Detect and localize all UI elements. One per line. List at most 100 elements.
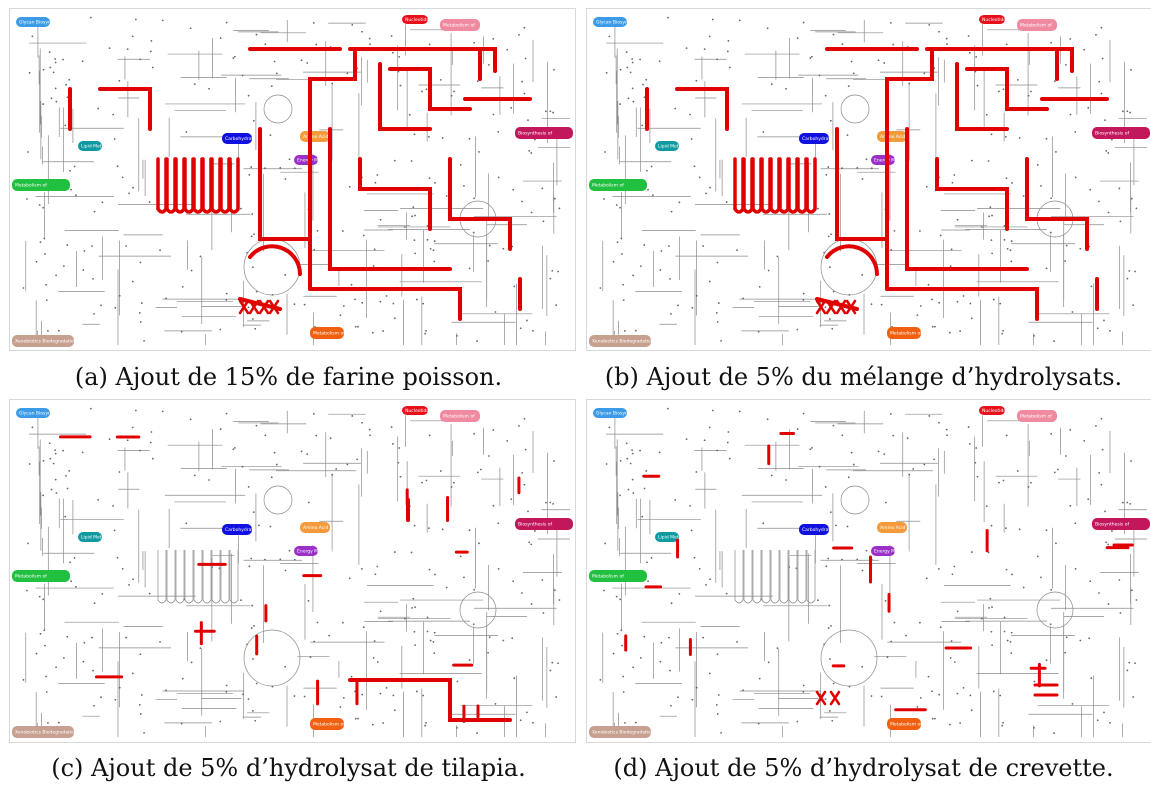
- svg-text:Glycan Biosynthesis: Glycan Biosynthesis: [19, 411, 65, 417]
- svg-text:Metabolism of: Metabolism of: [1020, 414, 1052, 420]
- pathway-category-label: Nucleotide Metabolism: [402, 406, 457, 415]
- pathway-category-label: Lipid Metabolism: [655, 141, 696, 151]
- svg-text:Metabolism of: Metabolism of: [592, 183, 624, 189]
- svg-text:Metabolism of: Metabolism of: [443, 23, 475, 29]
- metabolic-map-panel-c: Glycan Biosynthesis Nucleotide Metabolism…: [9, 399, 576, 743]
- svg-text:Amino Acid: Amino Acid: [880, 134, 905, 140]
- svg-text:Metabolism of: Metabolism of: [313, 331, 345, 337]
- pathway-category-label: Lipid Metabolism: [78, 532, 119, 542]
- svg-text:Metabolism of: Metabolism of: [1020, 23, 1052, 29]
- caption-a: (a) Ajout de 15% de farine poisson.: [74, 363, 503, 391]
- svg-text:Amino Acid: Amino Acid: [303, 525, 328, 531]
- pathway-category-label: Metabolism of: [589, 179, 647, 191]
- svg-text:Energy Metabolism: Energy Metabolism: [297, 549, 340, 555]
- svg-text:Lipid Metabolism: Lipid Metabolism: [81, 535, 119, 541]
- pathway-category-label: Metabolism of: [310, 327, 345, 339]
- pathway-category-label: Glycan Biosynthesis: [16, 17, 65, 27]
- pathway-category-label: Glycan Biosynthesis: [593, 408, 642, 418]
- pathway-category-label: Biosynthesis of: [1092, 518, 1150, 530]
- caption-d: (d) Ajout de 5% d’hydrolysat de crevette…: [613, 754, 1114, 782]
- caption-c: (c) Ajout de 5% d’hydrolysat de tilapia.: [51, 754, 526, 782]
- pathway-category-label: Xenobiotics Biodegradation: [589, 335, 654, 347]
- svg-text:Carbohydrate Metabolism: Carbohydrate Metabolism: [225, 527, 283, 533]
- svg-text:Energy Metabolism: Energy Metabolism: [874, 549, 917, 555]
- pathway-map: Glycan Biosynthesis Nucleotide Metabolism…: [12, 15, 573, 347]
- caption-b: (b) Ajout de 5% du mélange d’hydrolysats…: [604, 363, 1123, 391]
- pathway-category-label: Metabolism of: [887, 327, 922, 339]
- svg-text:Metabolism of: Metabolism of: [15, 574, 47, 580]
- pathway-category-label: Lipid Metabolism: [655, 532, 696, 542]
- pathway-category-label: Metabolism of: [440, 410, 480, 422]
- svg-text:Carbohydrate Metabolism: Carbohydrate Metabolism: [802, 527, 860, 533]
- pathway-category-label: Carbohydrate Metabolism: [222, 133, 283, 144]
- pathway-category-label: Xenobiotics Biodegradation: [589, 726, 654, 738]
- pathway-category-label: Glycan Biosynthesis: [593, 17, 642, 27]
- highlighted-pathways: [624, 432, 1134, 712]
- pathway-category-label: Metabolism of: [1017, 19, 1057, 31]
- svg-text:Nucleotide Metabolism: Nucleotide Metabolism: [982, 408, 1034, 414]
- svg-text:Metabolism of: Metabolism of: [313, 722, 345, 728]
- svg-text:Glycan Biosynthesis: Glycan Biosynthesis: [596, 20, 642, 26]
- pathway-category-label: Xenobiotics Biodegradation: [12, 726, 77, 738]
- svg-text:Energy Metabolism: Energy Metabolism: [297, 158, 340, 164]
- pathway-category-label: Amino Acid: [300, 522, 330, 533]
- pathway-map: Glycan Biosynthesis Nucleotide Metabolism…: [589, 15, 1150, 347]
- svg-text:Lipid Metabolism: Lipid Metabolism: [658, 535, 696, 541]
- svg-text:Carbohydrate Metabolism: Carbohydrate Metabolism: [225, 136, 283, 142]
- pathway-category-label: Metabolism of: [1017, 410, 1057, 422]
- highlighted-pathways: [68, 47, 532, 321]
- pathway-network: [22, 16, 570, 345]
- svg-text:Biosynthesis of: Biosynthesis of: [1095, 522, 1129, 528]
- svg-text:Metabolism of: Metabolism of: [443, 414, 475, 420]
- pathway-category-label: Glycan Biosynthesis: [16, 408, 65, 418]
- pathway-category-label: Metabolism of: [589, 570, 647, 582]
- pathway-category-label: Metabolism of: [440, 19, 480, 31]
- pathway-category-label: Biosynthesis of: [515, 127, 573, 139]
- metabolic-map-panel-a: Glycan Biosynthesis Nucleotide Metabolism…: [9, 8, 576, 351]
- pathway-category-label: Nucleotide Metabolism: [979, 406, 1034, 415]
- metabolic-map-panel-d: Glycan Biosynthesis Nucleotide Metabolism…: [586, 399, 1151, 743]
- pathway-category-label: Metabolism of: [887, 718, 922, 730]
- pathway-category-label: Nucleotide Metabolism: [979, 15, 1034, 24]
- pathway-category-label: Amino Acid: [877, 522, 907, 533]
- svg-text:Lipid Metabolism: Lipid Metabolism: [81, 144, 119, 150]
- svg-text:Biosynthesis of: Biosynthesis of: [1095, 131, 1129, 137]
- pathway-category-label: Metabolism of: [310, 718, 345, 730]
- pathway-category-label: Amino Acid: [300, 131, 330, 142]
- svg-text:Glycan Biosynthesis: Glycan Biosynthesis: [596, 411, 642, 417]
- svg-text:Metabolism of: Metabolism of: [15, 183, 47, 189]
- pathway-network: [599, 16, 1147, 345]
- svg-text:Glycan Biosynthesis: Glycan Biosynthesis: [19, 20, 65, 26]
- pathway-category-label: Biosynthesis of: [515, 518, 573, 530]
- metabolic-map-panel-b: Glycan Biosynthesis Nucleotide Metabolism…: [586, 8, 1151, 351]
- svg-text:Xenobiotics Biodegradation: Xenobiotics Biodegradation: [592, 339, 654, 345]
- pathway-category-label: Biosynthesis of: [1092, 127, 1150, 139]
- svg-text:Xenobiotics Biodegradation: Xenobiotics Biodegradation: [592, 730, 654, 736]
- svg-text:Amino Acid: Amino Acid: [880, 525, 905, 531]
- svg-text:Amino Acid: Amino Acid: [303, 134, 328, 140]
- pathway-network: [599, 407, 1147, 737]
- pathway-category-label: Amino Acid: [877, 131, 907, 142]
- svg-text:Metabolism of: Metabolism of: [890, 722, 922, 728]
- pathway-category-label: Energy Metabolism: [294, 546, 340, 556]
- svg-text:Biosynthesis of: Biosynthesis of: [518, 522, 552, 528]
- highlighted-pathways: [59, 435, 521, 723]
- svg-text:Nucleotide Metabolism: Nucleotide Metabolism: [405, 17, 457, 23]
- svg-text:Nucleotide Metabolism: Nucleotide Metabolism: [982, 17, 1034, 23]
- pathway-category-label: Metabolism of: [12, 179, 70, 191]
- pathway-category-label: Energy Metabolism: [294, 155, 340, 165]
- pathway-category-label: Energy Metabolism: [871, 546, 917, 556]
- pathway-network: [22, 407, 570, 737]
- pathway-category-label: Metabolism of: [12, 570, 70, 582]
- highlighted-pathways: [645, 47, 1109, 321]
- svg-text:Xenobiotics Biodegradation: Xenobiotics Biodegradation: [15, 339, 77, 345]
- svg-text:Lipid Metabolism: Lipid Metabolism: [658, 144, 696, 150]
- svg-text:Nucleotide Metabolism: Nucleotide Metabolism: [405, 408, 457, 414]
- pathway-category-label: Carbohydrate Metabolism: [222, 524, 283, 535]
- svg-text:Carbohydrate Metabolism: Carbohydrate Metabolism: [802, 136, 860, 142]
- pathway-category-label: Xenobiotics Biodegradation: [12, 335, 77, 347]
- svg-text:Metabolism of: Metabolism of: [592, 574, 624, 580]
- pathway-category-label: Nucleotide Metabolism: [402, 15, 457, 24]
- pathway-category-label: Carbohydrate Metabolism: [799, 133, 860, 144]
- pathway-category-label: Carbohydrate Metabolism: [799, 524, 860, 535]
